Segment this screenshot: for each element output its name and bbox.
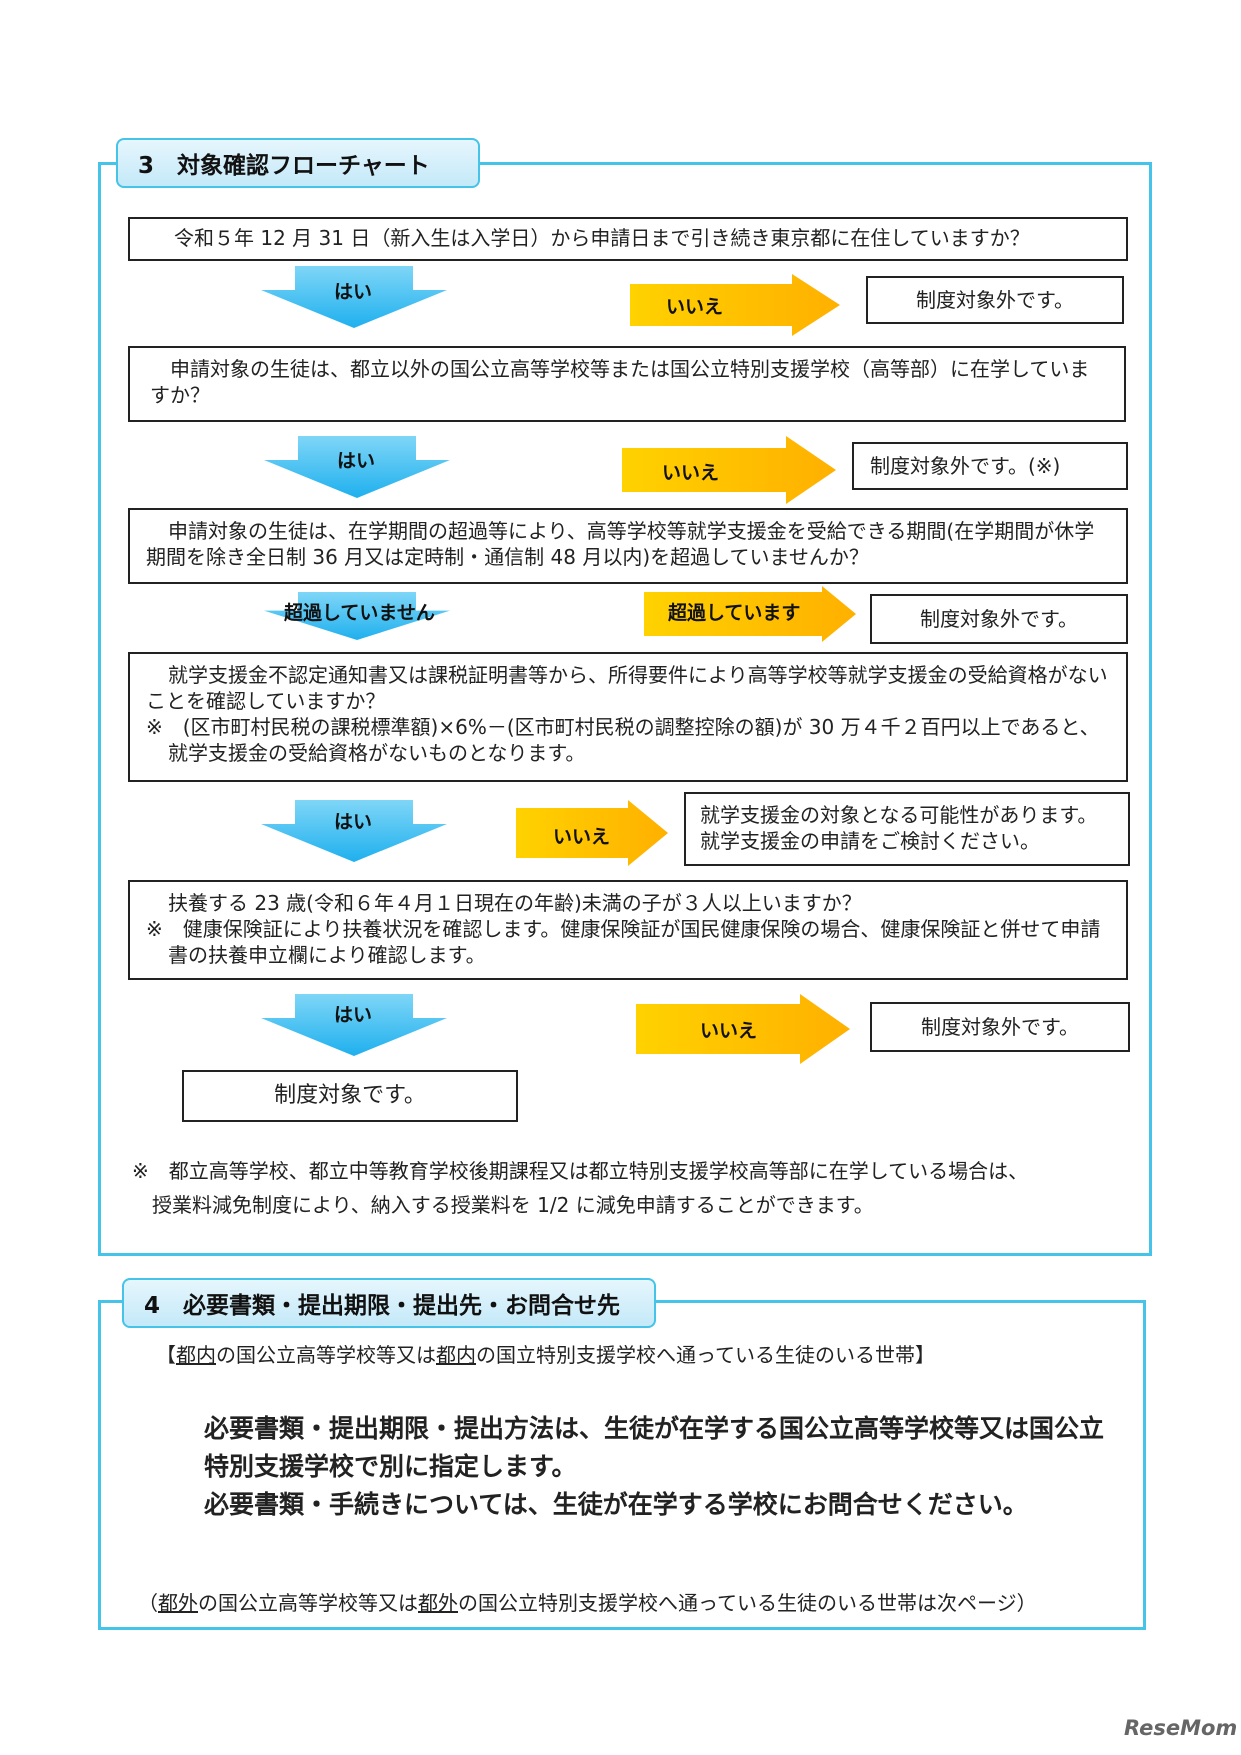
section4-footer-post: の国公立特別支援学校へ通っている生徒のいる世帯は次ページ）: [458, 1591, 1037, 1615]
section4-heading-mid: の国公立高等学校等又は: [216, 1343, 436, 1367]
yes-label-4: はい: [334, 811, 373, 833]
question-1: 令和５年 12 月 31 日（新入生は入学日）から申請日まで引き続き東京都に在住…: [128, 217, 1128, 261]
outcome-4-line2: 就学支援金の申請をご検討ください。: [700, 829, 1040, 853]
question-4-line2: ※ (区市町村民税の課税標準額)×6%－(区市町村民税の調整控除の額)が 30 …: [146, 715, 1100, 765]
outcome-2: 制度対象外です。(※): [852, 442, 1128, 490]
not-exceed-arrow: [264, 592, 450, 640]
section4-body-line1: 必要書類・提出期限・提出方法は、生徒が在学する国公立高等学校等又は国公立: [204, 1414, 1105, 1443]
section4-heading-u2: 都内: [436, 1343, 476, 1367]
section4-footer-u1: 都外: [158, 1591, 198, 1615]
section4-footer: （都外の国公立高等学校等又は都外の国公立特別支援学校へ通っている生徒のいる世帯は…: [138, 1586, 1037, 1620]
outcome-4: 就学支援金の対象となる可能性があります。 就学支援金の申請をご検討ください。: [684, 792, 1130, 866]
yes-arrow-2: [264, 436, 450, 498]
no-arrow-4: [516, 800, 668, 866]
no-label-5: いいえ: [700, 1020, 758, 1042]
yes-label-1: はい: [334, 281, 373, 303]
yes-arrow-4: [261, 800, 447, 862]
question-4: 就学支援金不認定通知書又は課税証明書等から、所得要件により高等学校等就学支援金の…: [128, 652, 1128, 782]
section4-body-line2: 特別支援学校で別に指定します。: [204, 1452, 577, 1481]
question-4-line1: 就学支援金不認定通知書又は課税証明書等から、所得要件により高等学校等就学支援金の…: [146, 663, 1108, 713]
section4-title: 4 必要書類・提出期限・提出先・お問合せ先: [122, 1278, 656, 1328]
yes-arrow-5: [261, 994, 447, 1056]
yes-label-5: はい: [334, 1004, 373, 1026]
exceed-arrow: [644, 586, 856, 642]
yes-arrow-1: [261, 266, 447, 328]
no-label-4: いいえ: [553, 826, 611, 848]
section3-title: 3 対象確認フローチャート: [116, 138, 480, 188]
section4-footer-mid: の国公立高等学校等又は: [198, 1591, 418, 1615]
no-label-2: いいえ: [662, 462, 720, 484]
outcome-4-line1: 就学支援金の対象となる可能性があります。: [700, 803, 1098, 827]
section4-heading-pre: 【: [156, 1343, 176, 1367]
final-outcome: 制度対象です。: [182, 1070, 518, 1122]
outcome-3: 制度対象外です。: [870, 594, 1128, 644]
question-3: 申請対象の生徒は、在学期間の超過等により、高等学校等就学支援金を受給できる期間(…: [128, 508, 1128, 584]
watermark-logo: ReseMom: [1124, 1716, 1238, 1740]
section4-body-line3: 必要書類・手続きについては、生徒が在学する学校にお問合せください。: [204, 1490, 1028, 1519]
section3-note-line2: 授業料減免制度により、納入する授業料を 1/2 に減免申請することができます。: [152, 1193, 874, 1217]
outcome-5: 制度対象外です。: [870, 1002, 1130, 1052]
not-exceed-label: 超過していません: [284, 602, 435, 624]
outcome-1: 制度対象外です。: [866, 276, 1124, 324]
no-arrow-5: [636, 994, 850, 1064]
section4-heading-post: の国立特別支援学校へ通っている生徒のいる世帯】: [476, 1343, 935, 1367]
question-5-line2: ※ 健康保険証により扶養状況を確認します。健康保険証が国民健康保険の場合、健康保…: [146, 917, 1101, 967]
section3-note-line1: ※ 都立高等学校、都立中等教育学校後期課程又は都立特別支援学校高等部に在学してい…: [132, 1159, 1029, 1183]
section4-footer-pre: （: [138, 1591, 158, 1615]
question-5-line1: 扶養する 23 歳(令和６年４月１日現在の年齢)未満の子が３人以上いますか？: [168, 891, 862, 915]
section4-heading-u1: 都内: [176, 1343, 216, 1367]
question-2: 申請対象の生徒は、都立以外の国公立高等学校等または国公立特別支援学校（高等部）に…: [128, 346, 1126, 422]
no-arrow-2: [622, 436, 836, 504]
exceed-label: 超過しています: [668, 602, 801, 624]
no-arrow-1: [630, 274, 840, 336]
no-label-1: いいえ: [666, 296, 724, 318]
question-5: 扶養する 23 歳(令和６年４月１日現在の年齢)未満の子が３人以上いますか？ ※…: [128, 880, 1128, 980]
section4-heading: 【都内の国公立高等学校等又は都内の国立特別支援学校へ通っている生徒のいる世帯】: [156, 1338, 935, 1372]
yes-label-2: はい: [337, 450, 376, 472]
section4-footer-u2: 都外: [418, 1591, 458, 1615]
